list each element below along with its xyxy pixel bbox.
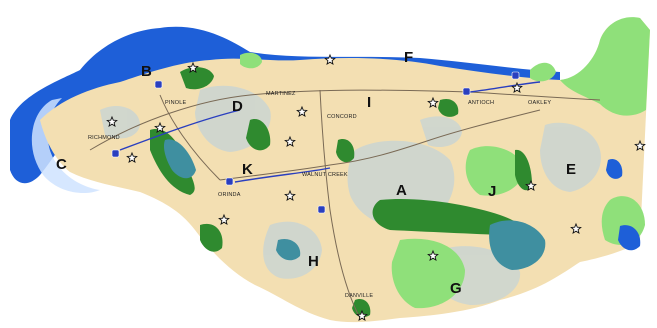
zone-label-e: E <box>566 161 576 178</box>
star-icon <box>525 179 537 192</box>
city-label-walnut-creek: WALNUT CREEK <box>302 172 348 178</box>
interstate-shield-icon <box>511 71 520 80</box>
zone-label-g: G <box>450 280 462 297</box>
star-icon <box>570 222 582 235</box>
zone-label-k: K <box>242 161 253 178</box>
star-icon <box>284 189 296 202</box>
city-labels: RICHMOND PINOLE MARTINEZ CONCORD ANTIOCH… <box>88 91 551 299</box>
star-icon <box>296 105 308 118</box>
city-label-orinda: ORINDA <box>218 192 241 198</box>
zone-label-d: D <box>232 98 243 115</box>
star-icon <box>187 61 199 74</box>
city-label-richmond: RICHMOND <box>88 135 120 141</box>
star-icon <box>154 121 166 134</box>
interstate-shield-icon <box>317 205 326 214</box>
city-label-oakley: OAKLEY <box>528 100 551 106</box>
parks-light <box>240 17 650 309</box>
interstate-shield-icon <box>154 80 163 89</box>
city-label-martinez: MARTINEZ <box>266 91 296 97</box>
zone-label-i: I <box>367 94 371 111</box>
zone-labels: A B C D E F G H I J K <box>56 49 576 297</box>
star-icon <box>634 139 646 152</box>
zone-label-c: C <box>56 156 67 173</box>
zone-label-b: B <box>141 63 152 80</box>
star-icon <box>284 135 296 148</box>
stars <box>106 53 646 322</box>
zone-label-h: H <box>308 253 319 270</box>
star-icon <box>427 249 439 262</box>
zone-label-a: A <box>396 182 407 199</box>
zone-label-j: J <box>488 183 496 200</box>
zone-label-f: F <box>404 49 413 66</box>
lakes-blue <box>606 158 641 251</box>
star-icon <box>427 96 439 109</box>
roads <box>89 89 601 319</box>
city-label-pinole: PINOLE <box>165 100 187 106</box>
star-icon <box>218 213 230 226</box>
interstate-shields <box>111 71 520 214</box>
star-icon <box>511 81 523 94</box>
star-icon <box>126 151 138 164</box>
city-label-concord: CONCORD <box>327 114 357 120</box>
reservoirs <box>163 139 546 270</box>
interstate-shield-icon <box>111 149 120 158</box>
star-icon <box>356 309 368 322</box>
star-icon <box>106 115 118 128</box>
city-label-antioch: ANTIOCH <box>468 100 494 106</box>
interstate-shield-icon <box>225 177 234 186</box>
parks-dark <box>150 67 532 318</box>
interstates <box>119 81 541 183</box>
star-icon <box>324 53 336 66</box>
city-label-danville: DANVILLE <box>345 293 373 299</box>
interstate-shield-icon <box>462 87 471 96</box>
